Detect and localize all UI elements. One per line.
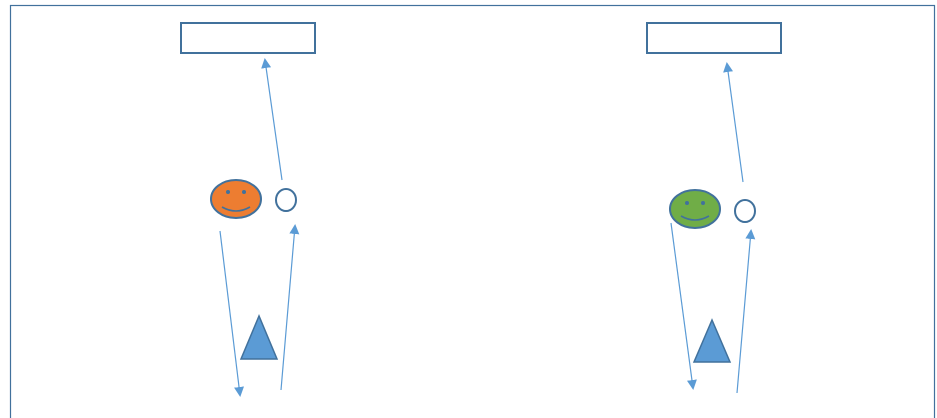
right-scene	[646, 22, 782, 394]
right-small-circle	[734, 199, 756, 223]
left-small-circle	[275, 188, 297, 212]
right-arrow-up-to-circle	[736, 229, 756, 394]
left-arrow-down-from-face	[219, 230, 244, 397]
right-face-eye-left	[685, 201, 689, 205]
left-arrow-up-to-box	[261, 58, 283, 181]
left-face-smile	[221, 206, 251, 212]
right-triangle-icon	[692, 318, 732, 363]
left-face-eye-left	[226, 190, 230, 194]
left-face-circle	[210, 179, 262, 219]
right-smiley-face-icon	[669, 189, 721, 229]
left-scene	[180, 22, 316, 397]
right-arrow-up-to-box	[723, 62, 744, 183]
left-target-box	[180, 22, 316, 54]
right-face-circle	[669, 189, 721, 229]
left-triangle-icon	[239, 314, 279, 360]
outer-frame	[9, 4, 936, 418]
left-smiley-face-icon	[210, 179, 262, 219]
left-face-eye-right	[242, 190, 246, 194]
right-face-smile	[680, 215, 710, 221]
right-target-box	[646, 22, 782, 54]
right-face-eye-right	[701, 201, 705, 205]
right-arrow-down-from-face	[670, 222, 697, 390]
left-arrow-up-to-circle	[280, 224, 300, 391]
